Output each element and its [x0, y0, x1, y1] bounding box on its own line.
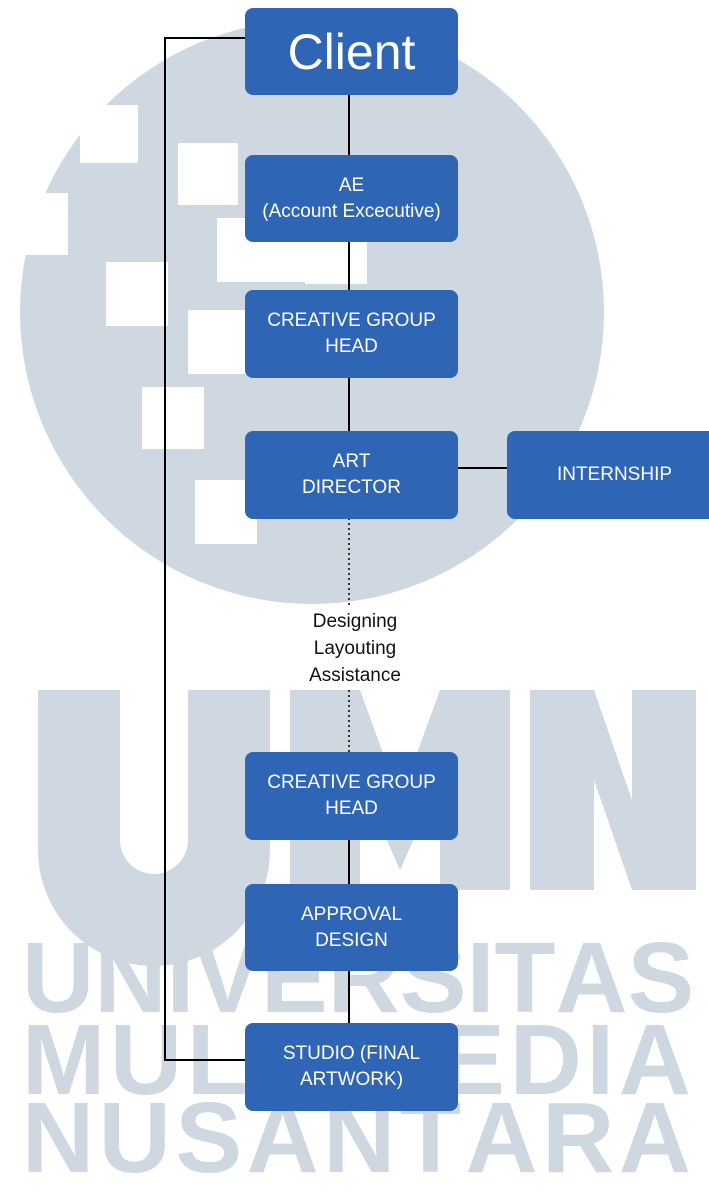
node-client: Client	[245, 8, 458, 95]
node-account-executive: AE (Account Excecutive)	[245, 155, 458, 242]
connector-client-studio-loop	[164, 37, 245, 1061]
node-approval-design: APPROVAL DESIGN	[245, 884, 458, 971]
node-internship: INTERNSHIP	[507, 431, 709, 519]
node-creative-group-head-1: CREATIVE GROUP HEAD	[245, 290, 458, 378]
connector-lines	[164, 37, 507, 1061]
node-art-director: ART DIRECTOR	[245, 431, 458, 519]
node-studio-final-artwork: STUDIO (FINAL ARTWORK)	[245, 1023, 458, 1111]
node-creative-group-head-2: CREATIVE GROUP HEAD	[245, 752, 458, 840]
dotted-connector-label: Designing Layouting Assistance	[309, 611, 401, 686]
